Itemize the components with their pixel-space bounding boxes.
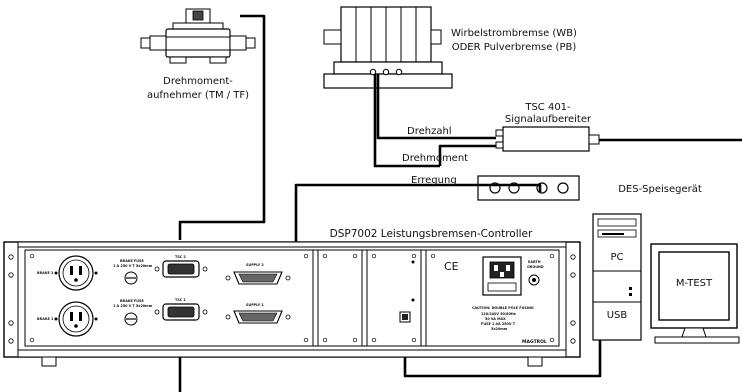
caution-line1: CAUTION: DOUBLE POLE FUSING <box>472 306 534 310</box>
label-torque-sensor-line2: aufnehmer (TM / TF) <box>147 90 249 101</box>
panel-brake1-label: BRAKE 1 <box>37 317 54 321</box>
label-tsc-line2: Signalaufbereiter <box>505 114 592 125</box>
power-module: CE EARTH GROUND <box>411 256 544 302</box>
caution-line5: 5x20mm <box>491 327 508 331</box>
tsc2-connector <box>154 260 208 278</box>
earth-label-b: GROUND <box>527 265 544 269</box>
caution-line3: 50 VA MAX <box>485 317 506 321</box>
brake1-outlet <box>54 301 98 337</box>
des-power-supply <box>477 175 580 201</box>
caution-line4: FUSE 1.0A 250V T <box>481 322 516 326</box>
torque-sensor <box>140 8 256 64</box>
panel-fuse2-label-b: 1 A 250 V T 5x20mm <box>113 264 153 268</box>
tsc1-connector <box>154 303 208 321</box>
wire-torque-sensor-to-tsc2 <box>178 14 266 240</box>
ce-mark: CE <box>444 260 459 273</box>
panel-supply2-label: SUPPLY 2 <box>246 263 264 267</box>
panel-brake2-label: BRAKE 2 <box>37 271 54 275</box>
tsc401-box <box>495 126 600 152</box>
label-torque-sensor-line1: Drehmoment- <box>163 76 233 87</box>
label-speed: Drehzahl <box>407 126 452 137</box>
wire-torque-to-tsc <box>438 144 496 166</box>
panel-fuse1-label-a: BRAKE FUSE <box>120 299 144 303</box>
label-tsc-line1: TSC 401- <box>524 102 571 113</box>
label-usb: USB <box>607 310 628 321</box>
label-excitation: Erregung <box>411 175 457 186</box>
panel-fuse2-label-a: BRAKE FUSE <box>120 259 144 263</box>
wire-torque <box>373 74 440 168</box>
panel-tsc1-label: TSC 1 <box>175 298 186 302</box>
label-controller: DSP7002 Leistungsbremsen-Controller <box>330 228 533 240</box>
label-torque: Drehmoment <box>402 153 468 164</box>
brake <box>323 6 453 89</box>
supply1-connector <box>225 310 291 324</box>
caution-line2: 120/240V 50/60Hz <box>481 312 516 316</box>
label-mtest: M-TEST <box>676 278 713 289</box>
supply2-connector <box>225 271 291 285</box>
pc-tower <box>592 213 642 341</box>
brake2-outlet <box>54 255 98 291</box>
wire-speed <box>376 74 496 140</box>
label-des: DES-Speisegerät <box>618 184 702 195</box>
panel-fuse1-label-b: 1 A 250 V T 5x20mm <box>113 304 153 308</box>
label-brake-line2: ODER Pulverbremse (PB) <box>452 42 577 53</box>
panel-supply1-label: SUPPLY 1 <box>246 303 264 307</box>
usb-port <box>399 311 411 323</box>
label-pc: PC <box>610 252 623 263</box>
earth-label-a: EARTH <box>528 260 541 264</box>
brand-logo: MAGTROL <box>522 339 547 345</box>
monitor <box>650 243 740 344</box>
label-brake-line1: Wirbelstrombremse (WB) <box>451 28 577 39</box>
panel-tsc2-label: TSC 2 <box>175 255 186 259</box>
